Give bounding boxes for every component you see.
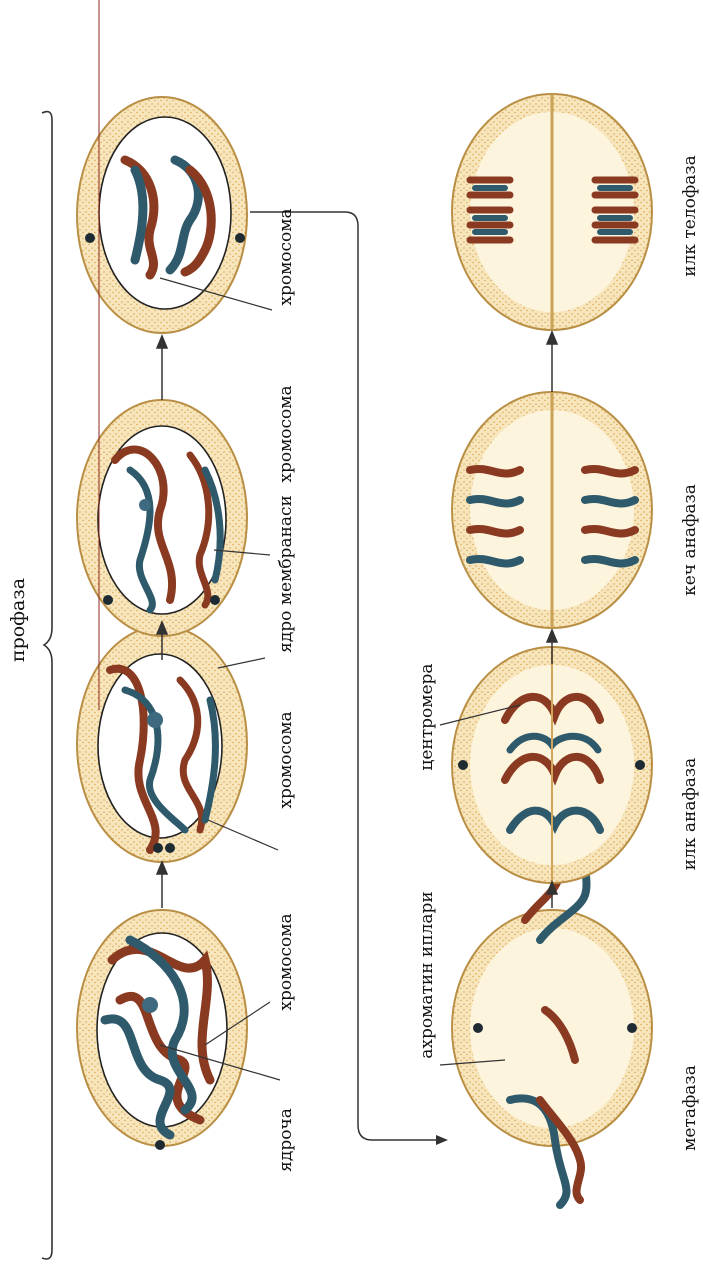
cell-prophase-3: [77, 400, 247, 636]
label-chromosome-2: хромосома: [276, 711, 296, 808]
label-chromosome-4: хромосома: [276, 208, 296, 305]
label-prophase: профаза: [7, 578, 29, 662]
label-spindle-fibers: ахроматин иплари: [417, 891, 437, 1058]
cell-prophase-1: [77, 910, 247, 1150]
prophase-brace: [42, 112, 52, 1259]
label-late-anaphase: кеч анафаза: [680, 484, 700, 596]
cell-early-telophase: [452, 94, 652, 330]
label-early-telophase: илк телофаза: [680, 155, 700, 277]
cell-prophase-4: [77, 97, 247, 333]
label-nuclear-membrane: ядро мембранаси: [276, 495, 296, 653]
cell-prophase-2: [77, 626, 247, 862]
label-nucleolus: ядроча: [276, 1108, 296, 1172]
label-chromosome-3: хромосома: [276, 385, 296, 482]
label-centromere: центромера: [417, 663, 437, 770]
cell-late-anaphase: [452, 392, 652, 628]
cell-early-anaphase: [452, 647, 652, 883]
label-early-anaphase: илк анафаза: [680, 758, 700, 871]
label-metaphase: метафаза: [680, 1065, 700, 1151]
label-chromosome-1: хромосома: [276, 913, 296, 1010]
